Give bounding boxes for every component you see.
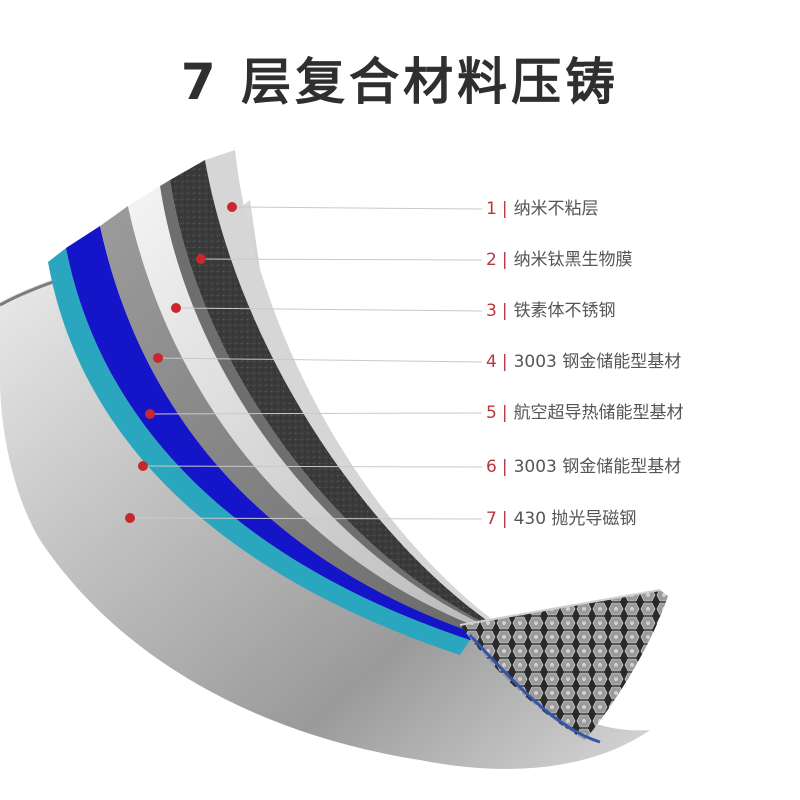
- layer-name: 430 抛光导磁钢: [513, 509, 637, 529]
- marker-dot-1: [227, 202, 237, 212]
- layer-label-4: 4|3003 钢金储能型基材: [486, 349, 681, 375]
- leader-line-2: [200, 258, 483, 261]
- layer-name: 纳米钛黑生物膜: [513, 250, 633, 270]
- leader-line-6: [142, 465, 483, 468]
- layer-label-5: 5|航空超导热储能型基材: [486, 400, 684, 426]
- marker-dot-2: [196, 254, 206, 264]
- layer-name: 3003 钢金储能型基材: [513, 457, 682, 477]
- layer-name: 纳米不粘层: [513, 199, 599, 219]
- layer-name: 3003 钢金储能型基材: [513, 352, 682, 372]
- layer-label-6: 6|3003 钢金储能型基材: [486, 454, 681, 480]
- marker-dot-5: [145, 409, 155, 419]
- layer-label-3: 3|铁素体不锈钢: [486, 298, 616, 324]
- marker-dot-6: [138, 461, 148, 471]
- blue-layer: [66, 226, 480, 640]
- separator: |: [501, 457, 508, 477]
- layer-name: 航空超导热储能型基材: [513, 403, 684, 423]
- page-title: 7 层复合材料压铸: [180, 53, 620, 111]
- marker-dot-4: [153, 353, 163, 363]
- ferritic-steel-layer: [128, 186, 490, 630]
- layer-number: 6: [486, 457, 497, 477]
- leader-line-4: [157, 357, 483, 363]
- grey-core-layer: [100, 206, 485, 635]
- nonstick-layer: [170, 160, 495, 627]
- layer-number: 7: [486, 509, 497, 529]
- layer-number: 1: [486, 199, 497, 219]
- leader-line-5: [149, 412, 483, 415]
- layer-label-2: 2|纳米钛黑生物膜: [486, 247, 633, 273]
- separator: |: [501, 301, 508, 321]
- leader-line-1: [231, 206, 483, 210]
- honeycomb-surface: [460, 590, 668, 740]
- layer-number: 3: [486, 301, 497, 321]
- leader-line-3: [175, 307, 483, 312]
- layer-number: 2: [486, 250, 497, 270]
- leader-line-7: [129, 517, 483, 520]
- inner-surface: [205, 150, 498, 626]
- separator: |: [501, 403, 508, 423]
- layer-number: 5: [486, 403, 497, 423]
- separator: |: [501, 352, 508, 372]
- separator: |: [501, 250, 508, 270]
- separator: |: [501, 509, 508, 529]
- marker-dot-7: [125, 513, 135, 523]
- layer-label-7: 7|430 抛光导磁钢: [486, 506, 636, 532]
- layer-name: 铁素体不锈钢: [513, 301, 616, 321]
- layer-label-1: 1|纳米不粘层: [486, 196, 599, 222]
- layer-number: 4: [486, 352, 497, 372]
- separator: |: [501, 199, 508, 219]
- marker-dot-3: [171, 303, 181, 313]
